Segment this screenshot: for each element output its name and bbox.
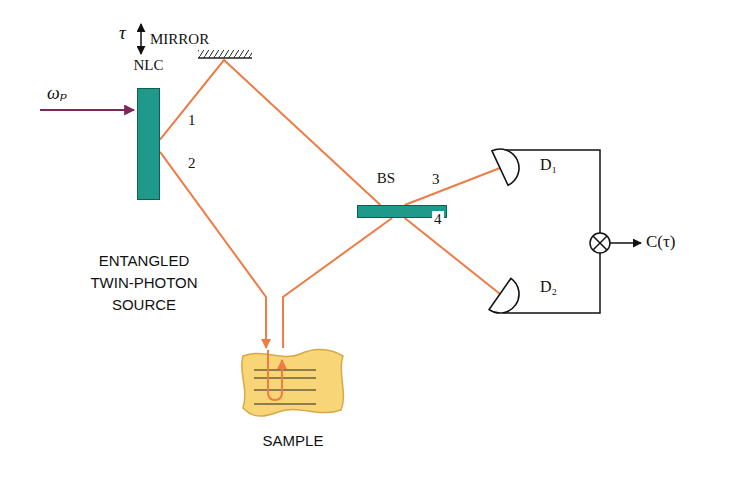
energy-level xyxy=(254,369,316,370)
node-label: D₂ xyxy=(540,278,557,296)
beam-number: 4 xyxy=(432,211,444,228)
node-label: SAMPLE xyxy=(263,432,324,449)
delay-symbol: τ xyxy=(119,22,126,44)
energy-level xyxy=(254,377,316,378)
beam-number: 2 xyxy=(186,155,198,172)
detector-symbol xyxy=(492,143,525,185)
source-label: ENTANGLED TWIN-PHOTON SOURCE xyxy=(83,250,205,316)
mirror-hatch xyxy=(198,50,252,58)
detector-symbol xyxy=(478,142,528,194)
correlator-symbol xyxy=(593,236,607,250)
detector-symbol xyxy=(489,278,526,320)
beam-number: 3 xyxy=(430,171,442,188)
sample-outline xyxy=(238,348,348,416)
sample-outline xyxy=(242,350,344,417)
sample-cell: SAMPLE xyxy=(238,348,348,416)
energy-level xyxy=(254,389,316,390)
photon-beam xyxy=(160,152,266,348)
output-signal: C(τ) xyxy=(646,232,676,252)
delay-arrow xyxy=(140,24,142,54)
mirror-surface xyxy=(198,57,252,59)
detector: D₂ xyxy=(478,268,528,320)
pump-frequency: ωₚ xyxy=(47,83,67,104)
signal-wire xyxy=(506,150,600,233)
mirror-label: MIRROR xyxy=(150,31,209,48)
output-arrow xyxy=(610,242,641,244)
photon-beam xyxy=(405,168,500,205)
energy-level xyxy=(254,403,316,404)
node-label: D₁ xyxy=(540,156,557,174)
signal-wire xyxy=(503,253,600,313)
node-label: NLC xyxy=(134,57,164,74)
photon-beam xyxy=(405,218,500,294)
correlator-symbol xyxy=(590,233,610,253)
node-label: BS xyxy=(377,170,395,187)
correlator-symbol xyxy=(593,236,607,250)
transition-arrow xyxy=(268,350,282,400)
photon-beam xyxy=(160,60,380,205)
detector: D₁ xyxy=(478,142,528,194)
pump-beam xyxy=(40,109,134,111)
detector-symbol xyxy=(478,268,528,320)
photon-beam xyxy=(283,218,392,348)
beam-number: 1 xyxy=(186,112,198,129)
optical-plate: NLC xyxy=(137,88,160,200)
